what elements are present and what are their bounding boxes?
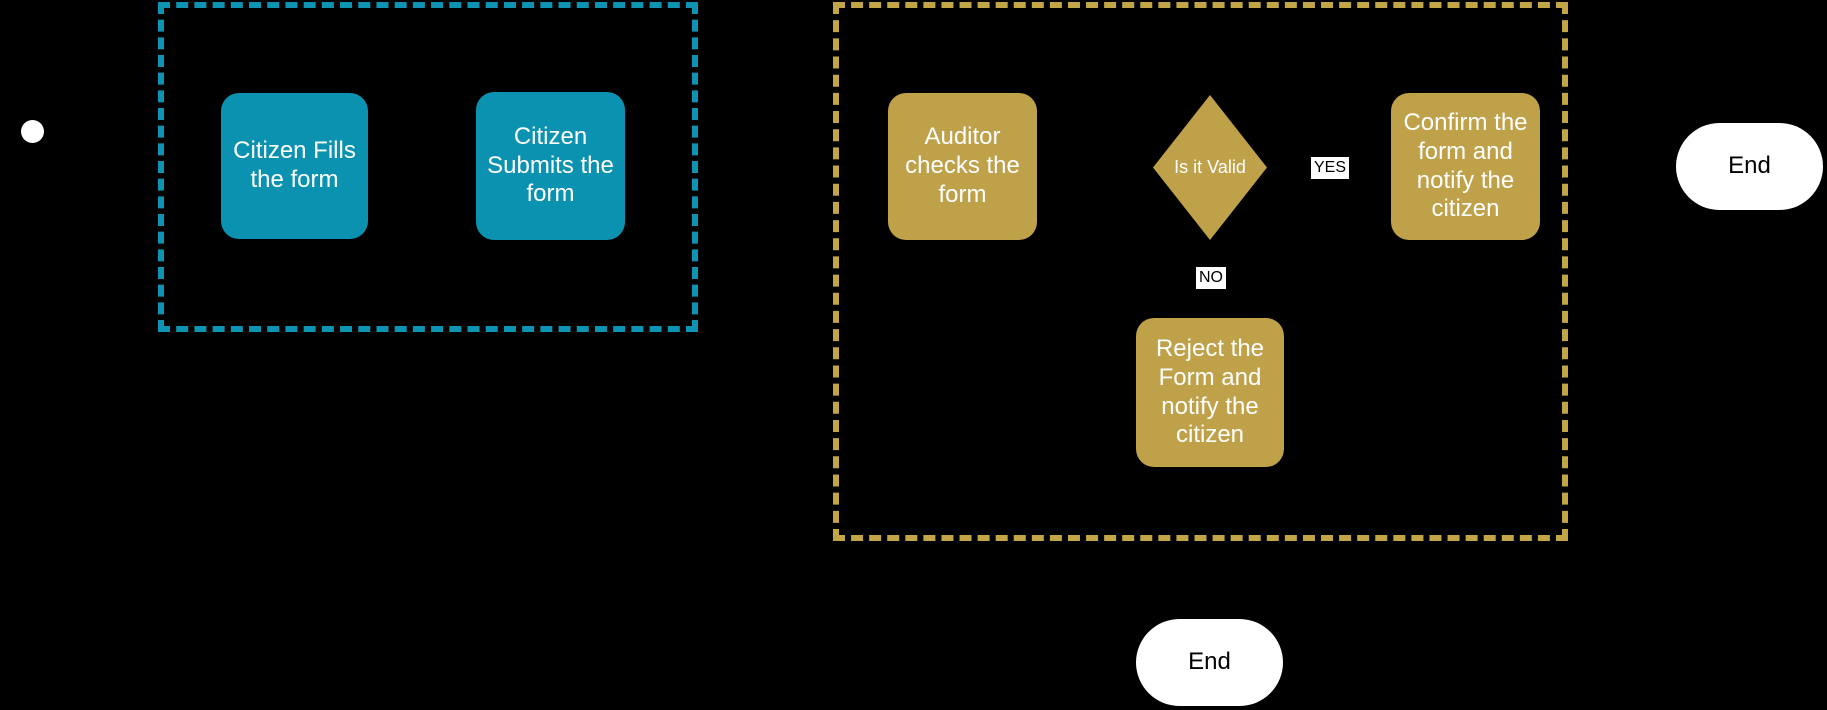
node-label: Confirm the form and notify the citizen [1403, 108, 1528, 223]
node-label: End [1728, 152, 1771, 180]
edge-label-no: NO [1196, 267, 1226, 289]
node-confirm-form-notify: Confirm the form and notify the citizen [1391, 93, 1540, 240]
node-citizen-submits-form: Citizen Submits the form [476, 92, 625, 240]
node-end-invalid-path: End [1136, 619, 1283, 706]
node-end-valid-path: End [1676, 123, 1823, 210]
citizen-cluster-boundary [158, 2, 698, 332]
node-label: End [1188, 648, 1231, 676]
node-label: Reject the Form and notify the citizen [1155, 334, 1265, 449]
start-node [21, 120, 44, 143]
node-auditor-checks-form: Auditor checks the form [888, 93, 1037, 240]
auditor-cluster-boundary [833, 2, 1568, 541]
node-label: Citizen Submits the form [487, 122, 614, 208]
node-citizen-fills-form: Citizen Fills the form [221, 93, 368, 239]
node-is-it-valid-decision: Is it Valid [1153, 95, 1267, 240]
node-label: Citizen Fills the form [233, 137, 356, 193]
node-label: Auditor checks the form [905, 123, 1020, 208]
node-reject-form-notify: Reject the Form and notify the citizen [1136, 318, 1284, 467]
edge-label-yes: YES [1311, 157, 1350, 179]
node-label: Is it Valid [1174, 156, 1246, 177]
